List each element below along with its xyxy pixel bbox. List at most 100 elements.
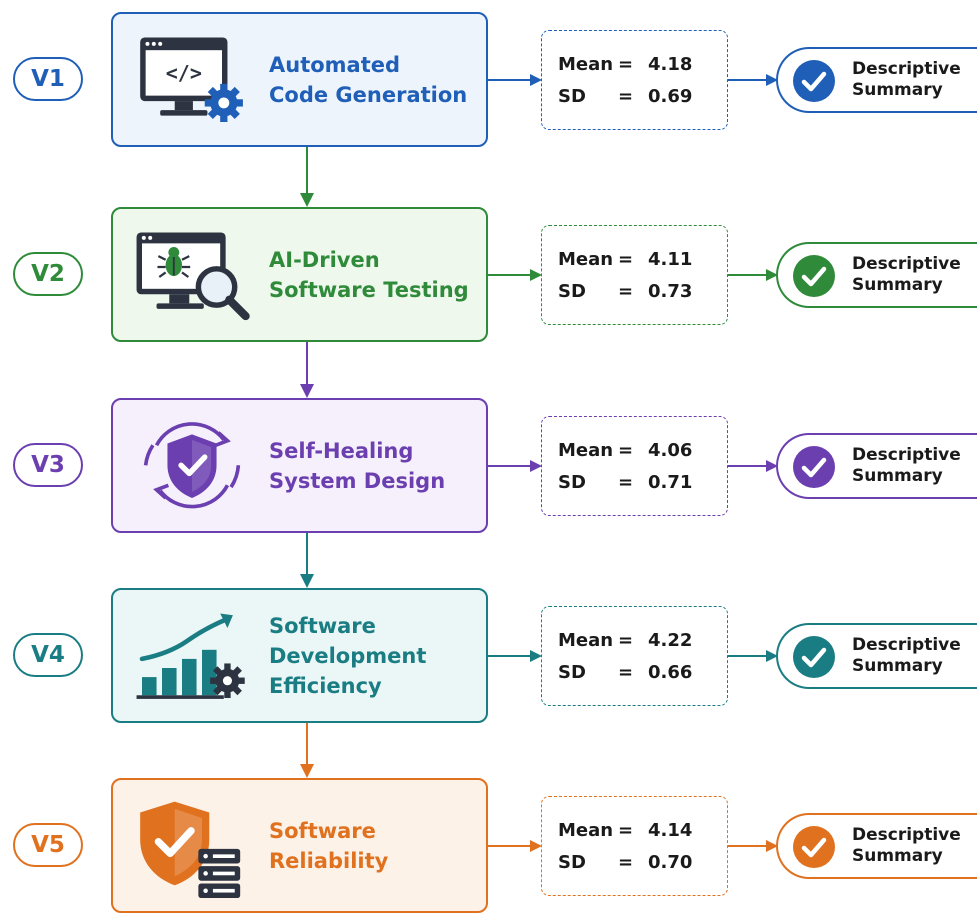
- sd-line: SD = 0.66: [558, 658, 723, 686]
- sd-label: SD: [558, 471, 586, 493]
- sd-line: SD = 0.70: [558, 848, 723, 876]
- equals-sign: =: [618, 851, 634, 873]
- shield-cycle-icon: [143, 422, 241, 509]
- mean-line: Mean = 4.18: [558, 50, 723, 78]
- arrow-right-icon: [728, 267, 778, 281]
- sd-line: SD = 0.69: [558, 82, 723, 110]
- mean-line: Mean = 4.22: [558, 626, 723, 654]
- sd-value: 0.66: [648, 661, 693, 683]
- sd-label: SD: [558, 661, 586, 683]
- summary-label-line: Summary: [852, 656, 943, 676]
- arrow-down-icon: [299, 533, 315, 588]
- variable-title-line: Self-Healing: [269, 438, 414, 463]
- mean-label: Mean: [558, 629, 614, 651]
- summary-label-line: Summary: [852, 846, 943, 866]
- equals-sign: =: [618, 248, 634, 270]
- variable-title-line: Development: [269, 643, 427, 668]
- equals-sign: =: [618, 53, 634, 75]
- stats-box: Mean = 4.11 SD = 0.73: [541, 225, 728, 325]
- code-monitor-gear-icon: </>: [140, 37, 243, 122]
- mean-value: 4.22: [648, 629, 693, 651]
- arrow-right-icon: [488, 648, 542, 662]
- mean-label: Mean: [558, 53, 614, 75]
- mean-value: 4.06: [648, 439, 693, 461]
- check-circle-icon: [793, 446, 835, 488]
- sd-line: SD = 0.73: [558, 277, 723, 305]
- check-circle-icon: [793, 826, 835, 868]
- stats-box: Mean = 4.18 SD = 0.69: [541, 30, 728, 130]
- variable-title-line: System Design: [269, 468, 446, 493]
- summary-label-line: Descriptive: [852, 445, 961, 465]
- mean-line: Mean = 4.14: [558, 816, 723, 844]
- summary-label-line: Summary: [852, 275, 943, 295]
- variable-title-line: Code Generation: [269, 82, 468, 107]
- sd-label: SD: [558, 280, 586, 302]
- arrow-down-icon: [299, 342, 315, 398]
- growth-chart-gear-icon: [136, 613, 245, 699]
- arrow-down-icon: [299, 147, 315, 207]
- bug-monitor-magnifier-icon: [136, 232, 250, 321]
- equals-sign: =: [618, 629, 634, 651]
- equals-sign: =: [618, 280, 634, 302]
- arrow-right-icon: [728, 458, 778, 472]
- stats-box: Mean = 4.06 SD = 0.71: [541, 416, 728, 516]
- summary-label-line: Descriptive: [852, 825, 961, 845]
- arrow-right-icon: [728, 838, 778, 852]
- mean-line: Mean = 4.06: [558, 436, 723, 464]
- stats-box: Mean = 4.14 SD = 0.70: [541, 796, 728, 896]
- variable-title-line: Software: [269, 613, 376, 638]
- variable-title-line: AI-Driven: [269, 247, 380, 272]
- arrow-right-icon: [488, 838, 542, 852]
- sd-line: SD = 0.71: [558, 468, 723, 496]
- arrow-right-icon: [728, 72, 778, 86]
- arrow-right-icon: [488, 267, 542, 281]
- check-circle-icon: [793, 255, 835, 297]
- equals-sign: =: [618, 439, 634, 461]
- sd-value: 0.70: [648, 851, 693, 873]
- mean-value: 4.11: [648, 248, 693, 270]
- check-circle-icon: [793, 60, 835, 102]
- shield-server-icon: [140, 801, 241, 898]
- mean-value: 4.14: [648, 819, 693, 841]
- variable-id-badge: V1: [13, 57, 83, 101]
- arrow-down-icon: [299, 723, 315, 778]
- variable-id-badge: V4: [13, 633, 83, 677]
- sd-label: SD: [558, 851, 586, 873]
- variable-id-badge: V2: [13, 252, 83, 296]
- summary-label-line: Summary: [852, 80, 943, 100]
- summary-label-line: Descriptive: [852, 59, 961, 79]
- equals-sign: =: [618, 661, 634, 683]
- equals-sign: =: [618, 85, 634, 107]
- sd-value: 0.73: [648, 280, 693, 302]
- arrow-right-icon: [488, 458, 542, 472]
- sd-value: 0.69: [648, 85, 693, 107]
- svg-text:</>: </>: [166, 61, 202, 85]
- variable-id-badge: V3: [13, 443, 83, 487]
- mean-label: Mean: [558, 439, 614, 461]
- sd-value: 0.71: [648, 471, 693, 493]
- mean-label: Mean: [558, 248, 614, 270]
- mean-line: Mean = 4.11: [558, 245, 723, 273]
- summary-label-line: Descriptive: [852, 635, 961, 655]
- mean-value: 4.18: [648, 53, 693, 75]
- variable-title-line: Efficiency: [269, 673, 382, 698]
- variable-title-line: Software Testing: [269, 277, 469, 302]
